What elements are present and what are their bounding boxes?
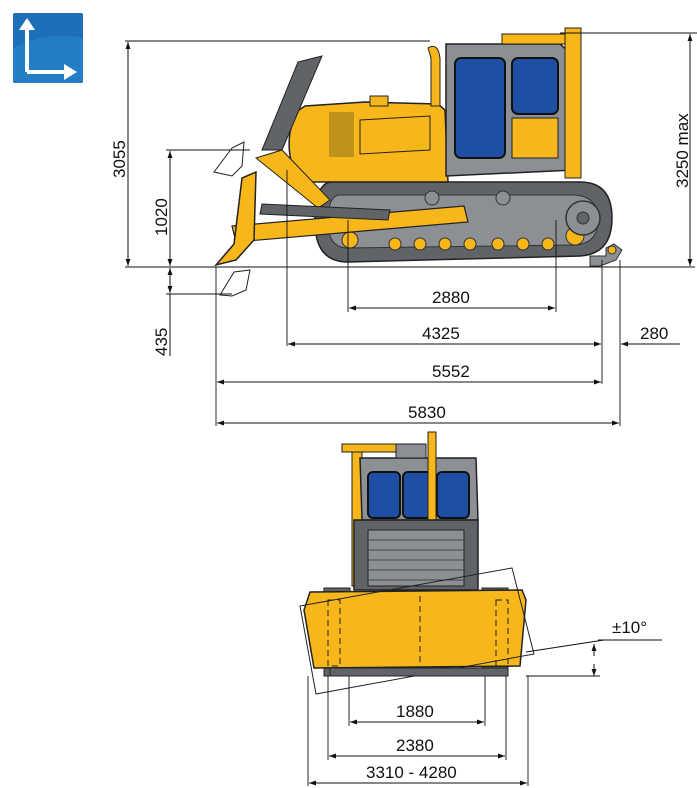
- side-view-dimensions: 3055 3250 max 1020 435 2880 4325 280 555…: [110, 32, 697, 426]
- front-view-dimensions: 1880 2380 3310 - 4280 ±10°: [307, 618, 662, 786]
- length-a-label: 4325: [422, 324, 460, 343]
- blade-lift-label: 1020: [152, 198, 171, 236]
- length-b-label: 5552: [432, 362, 470, 381]
- axes-arrows-icon: [13, 13, 83, 83]
- side-view-bulldozer: [125, 27, 695, 297]
- front-view-bulldozer: [299, 431, 535, 695]
- height-cab-max-label: 3250 max: [673, 113, 692, 188]
- track-base-label: 2880: [432, 288, 470, 307]
- hitch-offset-label: 280: [640, 324, 668, 343]
- track-gauge-label: 1880: [396, 702, 434, 721]
- tilt-angle-label: ±10°: [612, 618, 647, 637]
- blade-drop-label: 435: [152, 328, 171, 356]
- blade-width-label: 3310 - 4280: [366, 763, 457, 782]
- height-total-label: 3055: [110, 140, 129, 178]
- track-width-label: 2380: [396, 736, 434, 755]
- length-total-label: 5830: [408, 403, 446, 422]
